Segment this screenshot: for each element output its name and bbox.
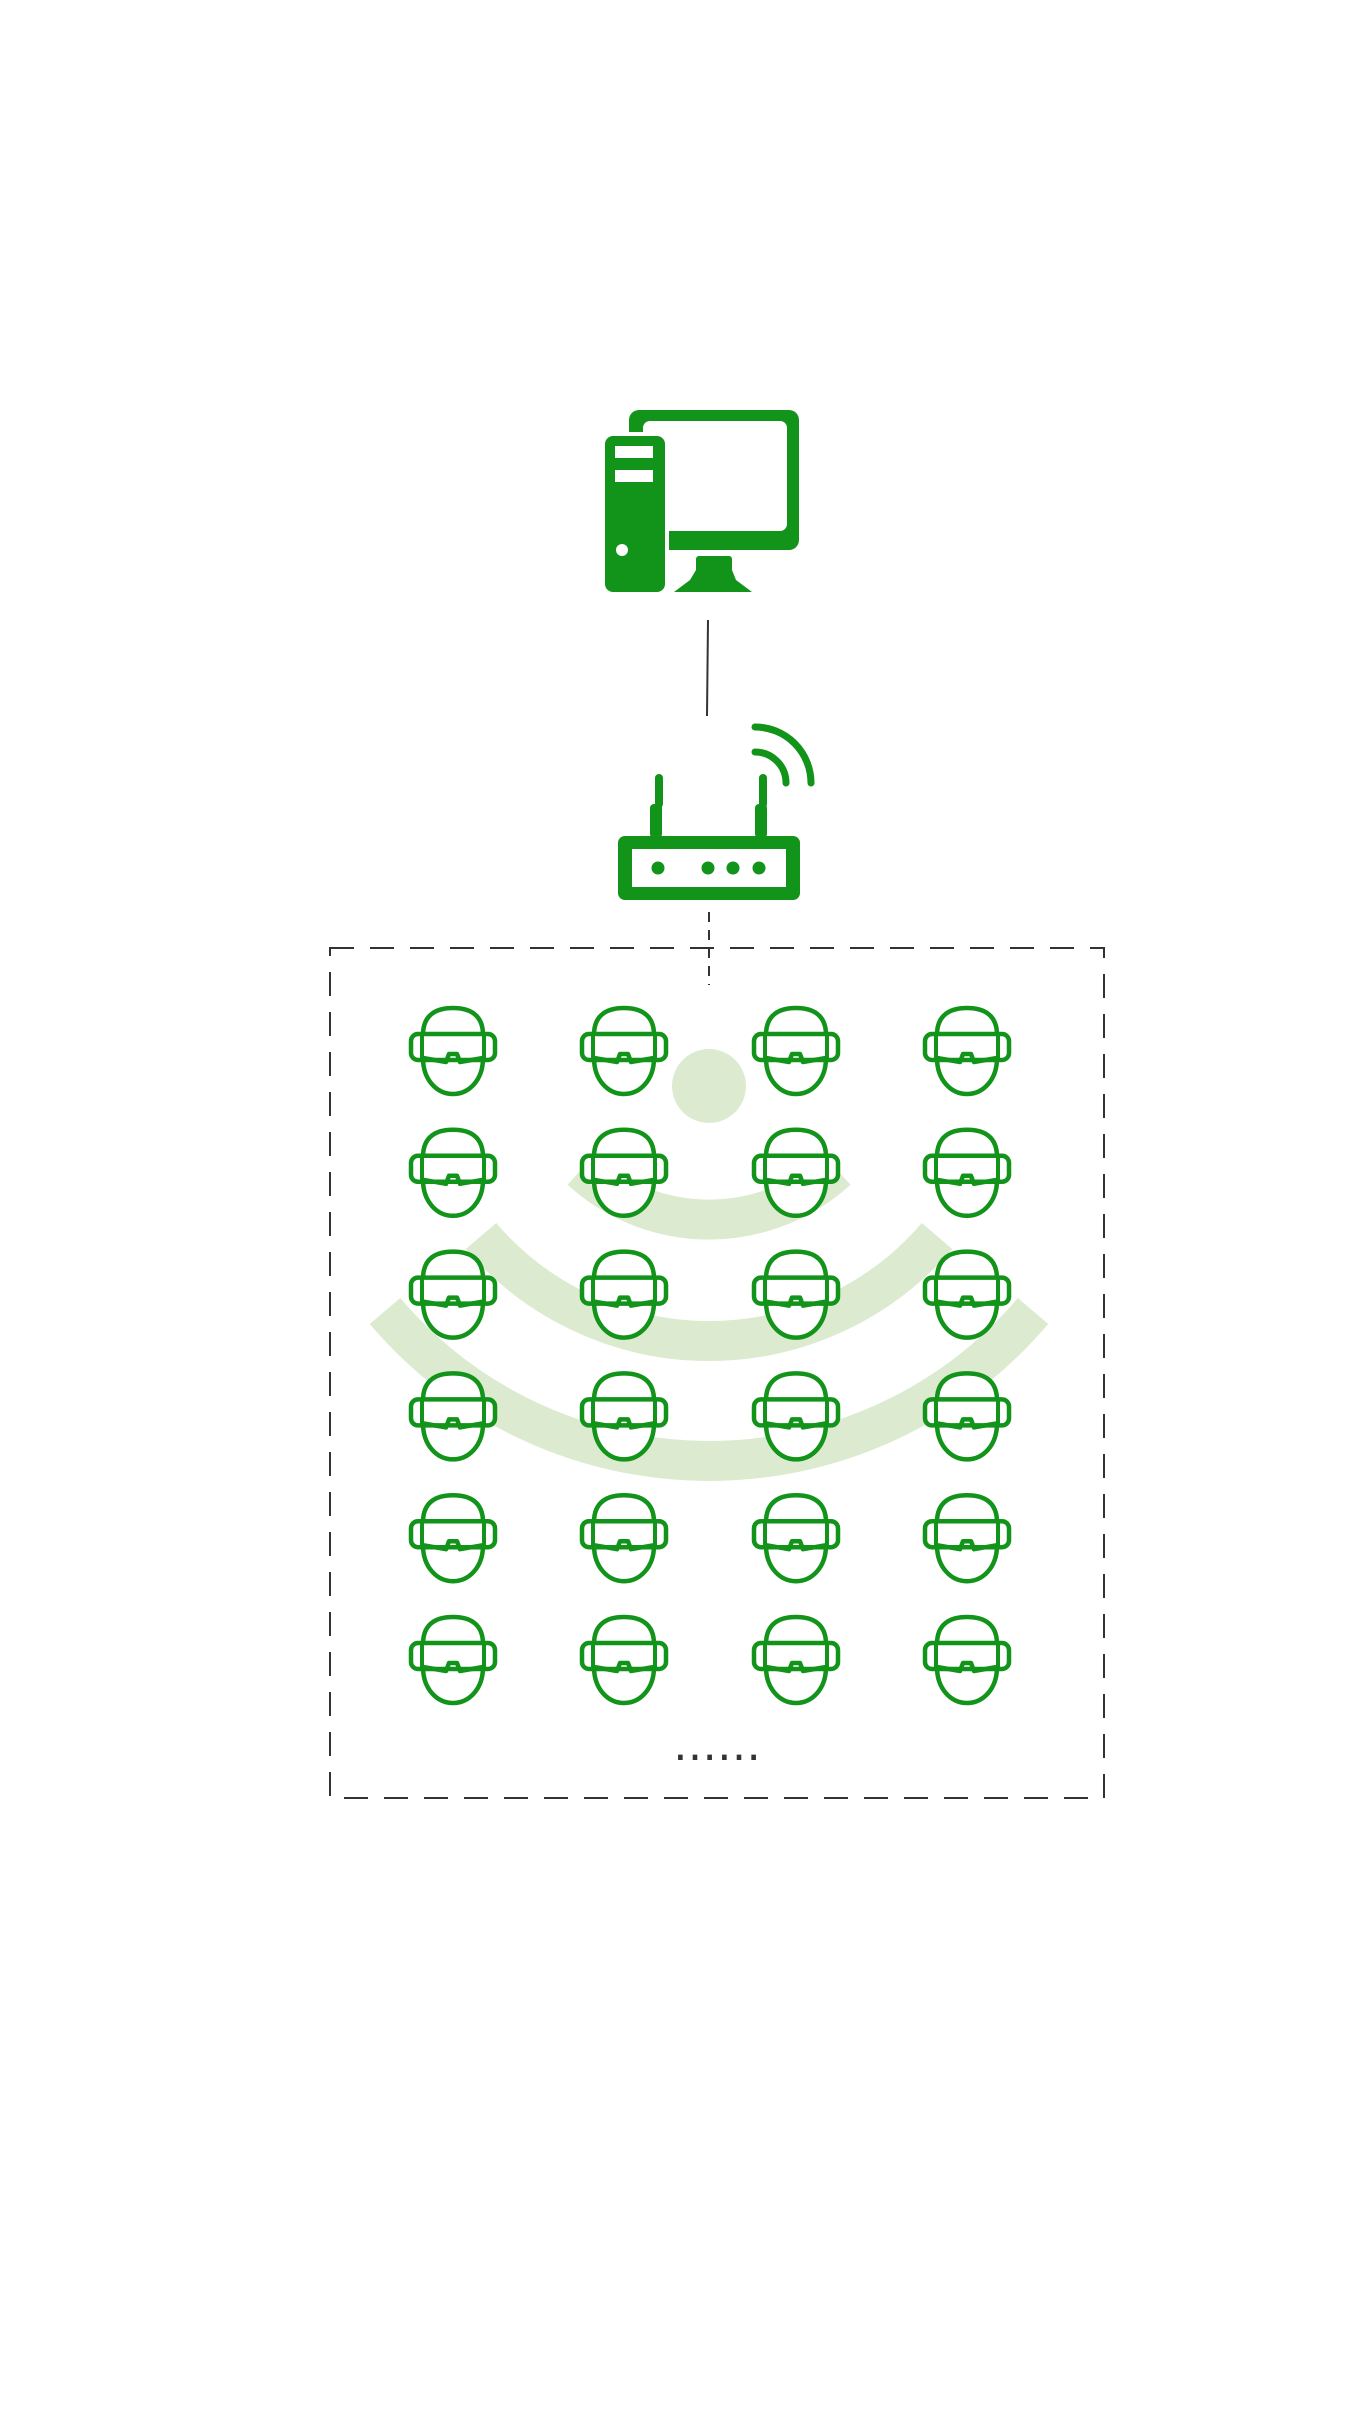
vr-headset-user-icon [925, 1373, 1009, 1459]
vr-headset-user-icon [754, 1495, 838, 1581]
vr-headset-user-icon [582, 1008, 666, 1094]
computer-router-link [706, 619, 709, 717]
vr-headset-user-icon [411, 1373, 495, 1459]
vr-headset-user-icon [411, 1130, 495, 1216]
wireless-router-icon [618, 774, 800, 900]
vr-headset-user-icon [925, 1130, 1009, 1216]
vr-headset-user-icon [754, 1008, 838, 1094]
vr-headset-user-icon [925, 1495, 1009, 1581]
vr-headset-user-icon [582, 1495, 666, 1581]
vr-headset-user-icon [411, 1008, 495, 1094]
desktop-computer-icon [601, 410, 799, 595]
vr-headset-user-icon [925, 1617, 1009, 1703]
router-signal-icon [751, 723, 815, 787]
vr-headset-user-icon [754, 1617, 838, 1703]
vr-headset-user-icon [925, 1008, 1009, 1094]
vr-headset-user-icon [411, 1617, 495, 1703]
vr-headset-user-icon [582, 1617, 666, 1703]
client-group-boundary [329, 947, 1105, 1799]
vr-headset-user-icon [411, 1495, 495, 1581]
more-clients-indicator: …… [673, 1720, 761, 1771]
